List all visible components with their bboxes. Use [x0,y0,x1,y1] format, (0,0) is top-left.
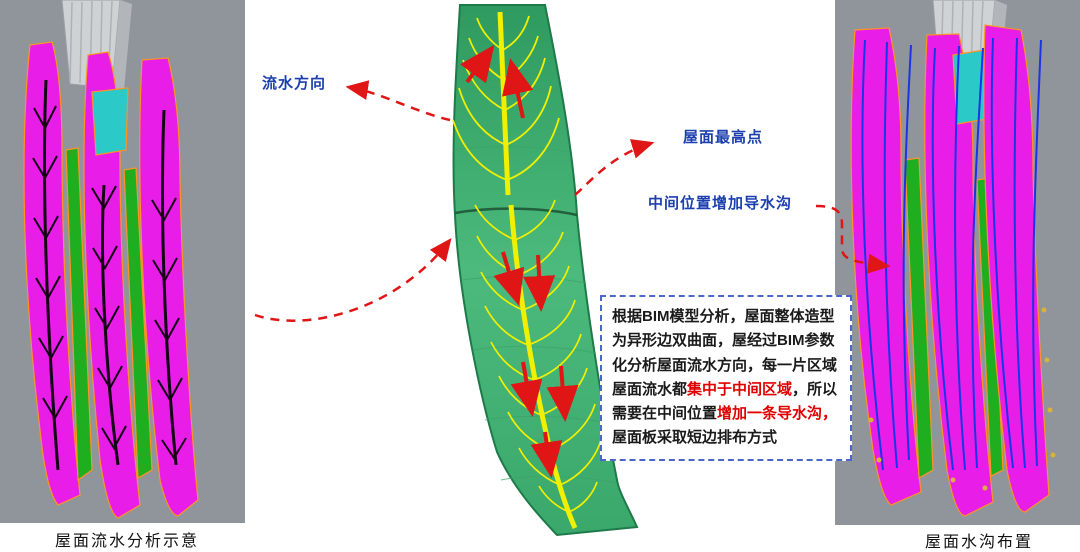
left-model-panel [0,0,245,523]
roof-panel [924,33,994,517]
flow-direction-label: 流水方向 [262,75,327,92]
note-segment-highlight: 集中于中间区域 [687,380,793,398]
note-segment: ，所以需要在中间位置 [612,380,838,423]
roof-panel [983,24,1050,513]
cyan-patch [91,87,129,156]
gutter-lines [861,37,1042,471]
roof-panel [23,41,81,506]
roof-highest-point-label: 屋面最高点 [683,129,764,146]
roof-panels [23,41,199,519]
flow-surface-stage [245,0,835,548]
gutter-layout-model-figure [835,0,1080,525]
mid-gutter-label: 中间位置增加导水沟 [648,195,793,212]
green-strip [123,167,153,480]
flow-analysis-model-figure [0,0,245,523]
roof-panels [850,24,1050,517]
note-segment: 屋面板采取短边排布方式 [612,429,778,447]
note-segment-highlight: 增加一条导水沟， [717,405,838,423]
flow-feather-marks [32,79,187,471]
analysis-note-box: 根据BIM模型分析，屋面整体造型为异形边双曲面，屋经过BIM参数化分析屋面流水方… [600,295,852,461]
right-figure-caption: 屋面水沟布置 [925,534,1034,551]
green-strip [65,147,93,482]
roof-panel [139,57,199,517]
flow-surface-figure [452,4,639,537]
note-segment: 根据BIM模型分析，屋面整体造型为异形边双曲面，屋经过BIM参数化分析屋面流水方… [612,308,838,398]
surface-seam-lines [453,86,618,484]
green-strip [904,157,934,480]
roof-surface [452,4,639,537]
left-figure-caption: 屋面流水分析示意 [55,533,200,550]
fastener-dots [868,307,1056,491]
right-model-panel [835,0,1080,525]
